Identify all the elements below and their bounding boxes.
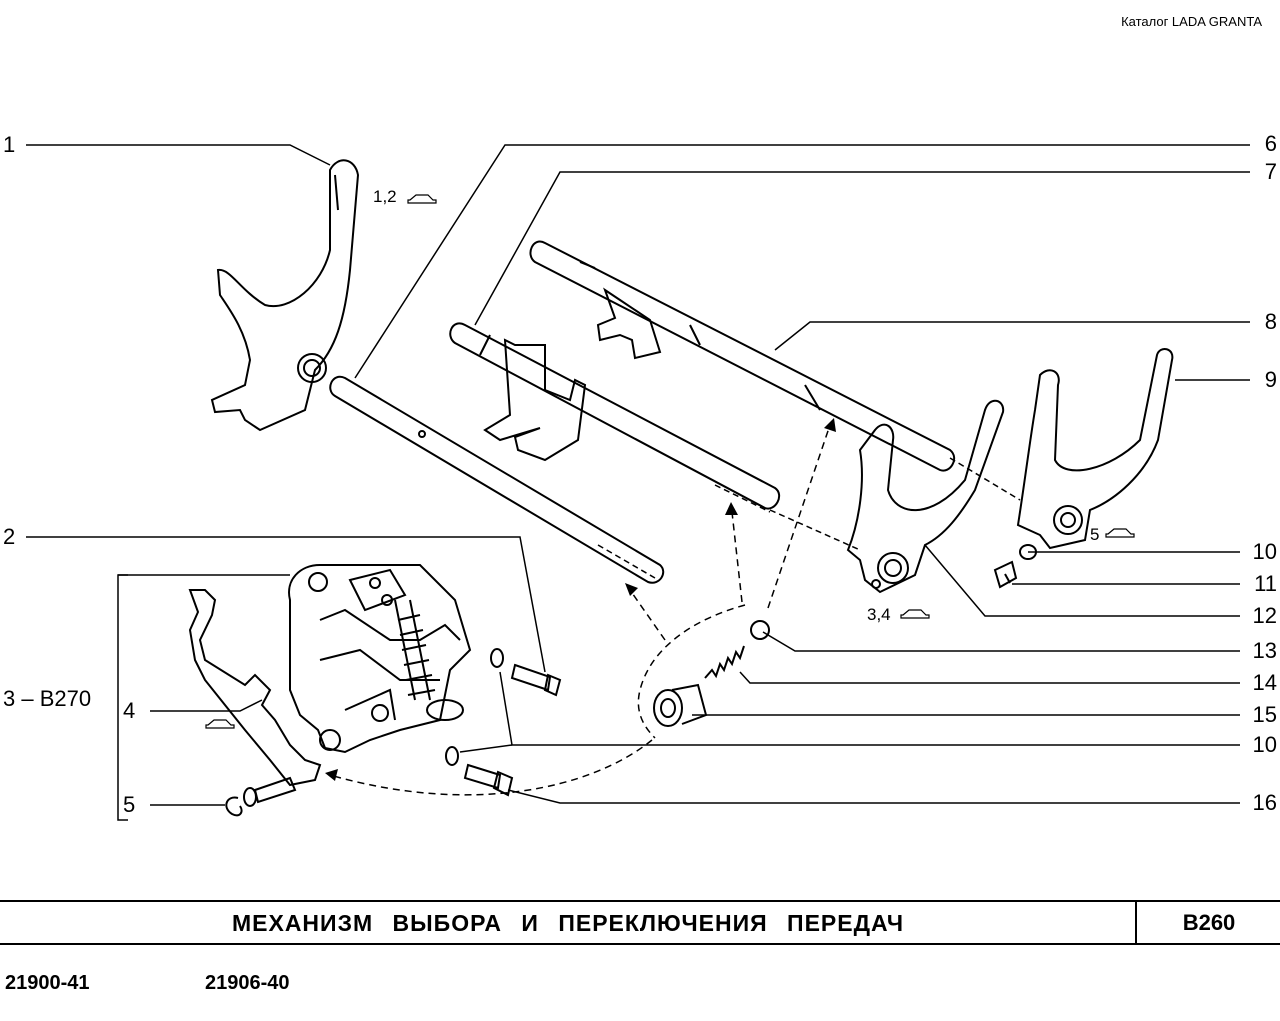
assembly-arrow-rod8 xyxy=(767,424,831,609)
leader-8 xyxy=(774,321,1250,351)
callout-15: 15 xyxy=(1252,702,1277,727)
callout-13: 13 xyxy=(1252,638,1277,663)
leader-6 xyxy=(354,144,1250,379)
screw-11 xyxy=(993,560,1018,589)
vehicle-icon-5 xyxy=(1105,528,1135,538)
leader-14 xyxy=(739,671,1240,684)
ball-13 xyxy=(750,620,770,640)
callout-3-b270: 3 – B270 xyxy=(3,686,92,711)
footer-top-rule xyxy=(0,900,1280,902)
selector-mechanism-3 xyxy=(288,564,472,754)
callout-6: 6 xyxy=(1264,131,1277,156)
callout-10-lower: 10 xyxy=(1252,732,1277,757)
catalog-title: Каталог LADA GRANTA xyxy=(1121,14,1262,29)
gear-label-3-4: 3,4 xyxy=(867,605,891,624)
gear-label-1-2: 1,2 xyxy=(373,187,397,206)
callout-14: 14 xyxy=(1252,670,1277,695)
leader-4 xyxy=(150,699,263,712)
washer-10-right xyxy=(1019,544,1037,560)
spring-14 xyxy=(704,645,745,679)
vehicle-icon-1-2 xyxy=(407,194,437,204)
model-code-2: 21906-40 xyxy=(205,972,290,994)
circlip-5 xyxy=(225,796,243,817)
callout-7: 7 xyxy=(1264,159,1277,184)
leader-12 xyxy=(924,544,1240,617)
washer-10-lower xyxy=(445,746,459,766)
bolt-2 xyxy=(510,663,562,697)
callout-12: 12 xyxy=(1252,603,1277,628)
leader-7 xyxy=(474,171,1250,326)
callout-1: 1 xyxy=(3,132,16,157)
leader-2 xyxy=(26,536,546,673)
shift-rod-7 xyxy=(449,322,781,513)
vehicle-icon-4 xyxy=(205,719,235,729)
callout-5: 5 xyxy=(123,792,136,817)
lever-4 xyxy=(188,589,322,807)
callout-11: 11 xyxy=(1254,571,1277,596)
assembly-arrow-rod6 xyxy=(629,589,666,641)
assembly-arrow-to-lever xyxy=(329,739,653,796)
shift-fork-1-2 xyxy=(210,159,360,432)
vehicle-icon-3-4 xyxy=(900,609,930,619)
footer-bottom-rule xyxy=(0,943,1280,945)
washer-10-upper xyxy=(490,648,504,668)
detent-assembly-outline xyxy=(637,604,746,739)
plug-15 xyxy=(653,683,708,727)
callout-10-upper: 10 xyxy=(1252,539,1277,564)
callout-4: 4 xyxy=(123,698,136,723)
callout-16: 16 xyxy=(1252,790,1277,815)
shift-fork-5 xyxy=(949,348,1174,550)
leader-1 xyxy=(26,144,331,166)
shift-rod-6 xyxy=(329,375,665,584)
exploded-diagram xyxy=(26,144,1250,821)
assembly-arrow-rod7 xyxy=(731,511,743,603)
model-code-1: 21900-41 xyxy=(5,972,90,994)
bolt-16 xyxy=(463,763,514,797)
leader-16 xyxy=(507,789,1240,804)
callout-9: 9 xyxy=(1264,367,1277,392)
page-title: МЕХАНИЗМ ВЫБОРА И ПЕРЕКЛЮЧЕНИЯ ПЕРЕДАЧ xyxy=(231,909,904,936)
leader-10b xyxy=(499,671,1240,746)
callout-2: 2 xyxy=(3,524,16,549)
gear-label-5: 5 xyxy=(1090,525,1100,544)
page-code: B260 xyxy=(1182,910,1236,935)
leader-13 xyxy=(762,631,1240,652)
shift-rod-8 xyxy=(529,240,956,472)
shift-fork-3-4 xyxy=(769,399,1005,594)
footer-separator xyxy=(1135,901,1137,943)
callout-8: 8 xyxy=(1264,309,1277,334)
